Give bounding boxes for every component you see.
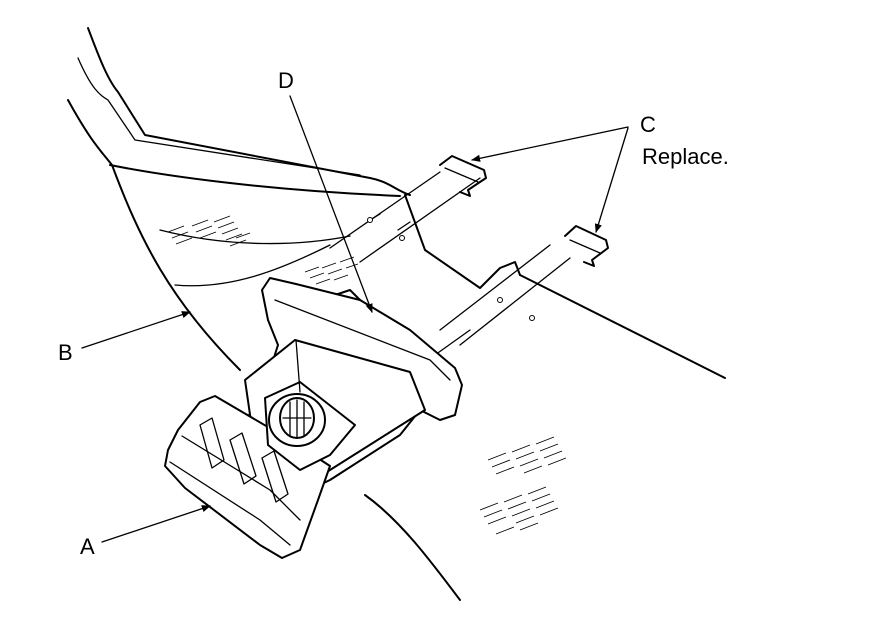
label-d: D [278,68,294,93]
clip-c-left [439,155,487,197]
leader-d [289,95,373,313]
cover-a [164,277,463,559]
leader-c-left [471,126,629,162]
leader-lines [81,95,629,543]
hatch-trim-panel [167,215,359,285]
label-a: A [80,534,95,559]
leader-a [101,505,211,543]
clip-c-right [564,225,609,267]
trim-panel [67,27,461,601]
leader-b [81,311,191,349]
hatch-floor [479,436,567,535]
leader-c-right [594,127,629,233]
label-c: C [640,112,656,137]
body-panel [404,194,726,379]
label-b: B [58,340,73,365]
label-c-note: Replace. [642,144,729,169]
